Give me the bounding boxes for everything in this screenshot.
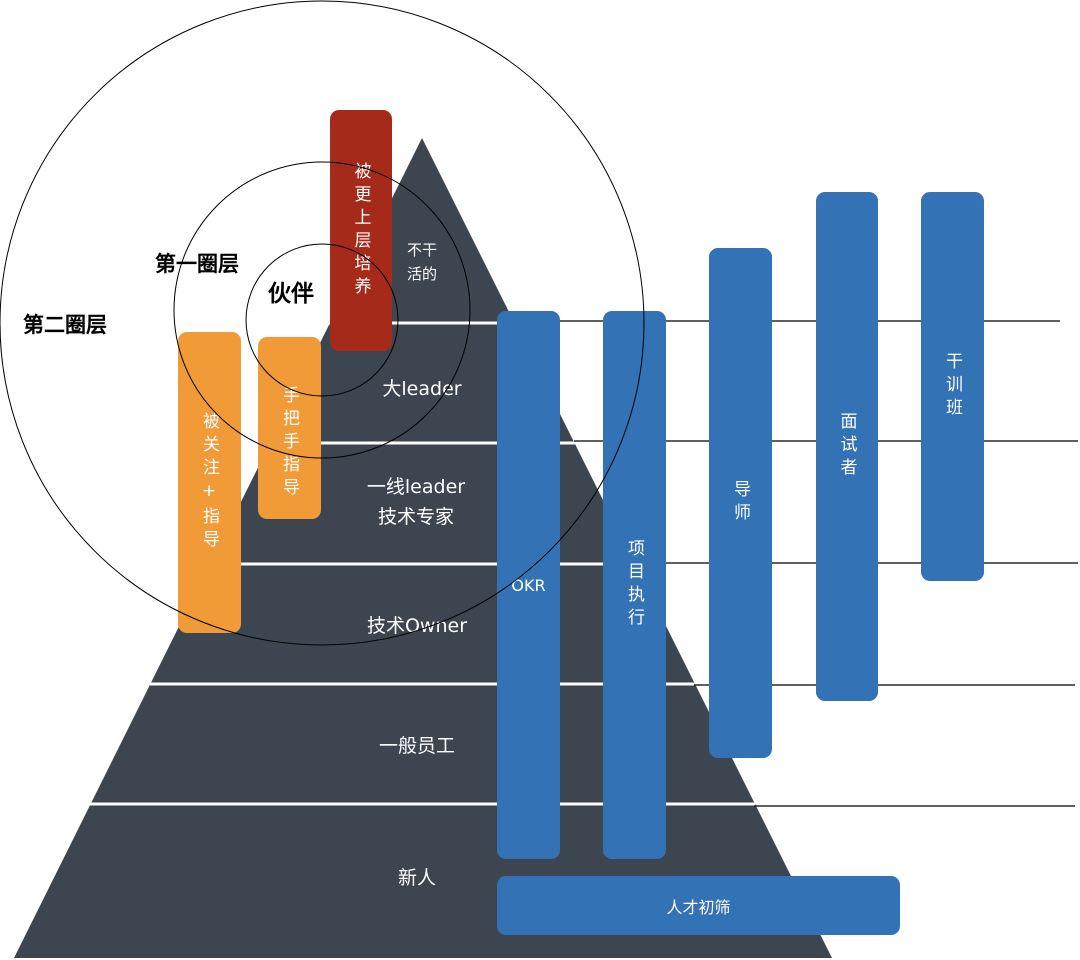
level-3-line1: 一线leader (366, 476, 466, 498)
project-label: 项目执行 (624, 539, 644, 631)
inner-circle-label: 伙伴 (268, 281, 314, 307)
level-newcomer: 新人 (397, 867, 437, 889)
red-box-cultivated: 被更上层培养 (330, 110, 392, 351)
level-top-label: 不干 活的 (407, 238, 437, 286)
project-box: 项目执行 (603, 311, 666, 859)
mentor-label: 导师 (730, 480, 750, 526)
level-tech-owner: 技术Owner (366, 615, 468, 637)
interviewer-label: 面试者 (836, 412, 857, 481)
mentor-box: 导师 (709, 248, 772, 758)
level-employee: 一般员工 (378, 735, 456, 757)
level-top-line1: 不干 (406, 241, 438, 259)
orange-outer-label: 被关注+指导 (199, 412, 219, 553)
orange-box-attention: 被关注+指导 (178, 332, 241, 633)
level-3-line2: 技术专家 (377, 506, 454, 528)
level-top-line2: 活的 (406, 265, 438, 283)
middle-circle-label: 第一圈层 (155, 252, 239, 276)
level-frontline-leader: 一线leader 技术专家 (367, 472, 465, 532)
training-box: 干训班 (921, 192, 984, 581)
screening-box: 人才初筛 (497, 876, 900, 935)
outer-circle-label: 第二圈层 (23, 313, 107, 337)
training-label: 干训班 (942, 352, 962, 421)
red-box-label: 被更上层培养 (350, 161, 371, 300)
okr-box: OKR (497, 311, 560, 859)
screening-label: 人才初筛 (666, 897, 731, 917)
interviewer-box: 面试者 (816, 192, 878, 701)
orange-inner-label: 手把手指导 (279, 385, 299, 501)
orange-box-handholding: 手把手指导 (258, 337, 321, 519)
level-big-leader: 大leader (382, 378, 462, 400)
okr-label: OKR (511, 575, 546, 595)
